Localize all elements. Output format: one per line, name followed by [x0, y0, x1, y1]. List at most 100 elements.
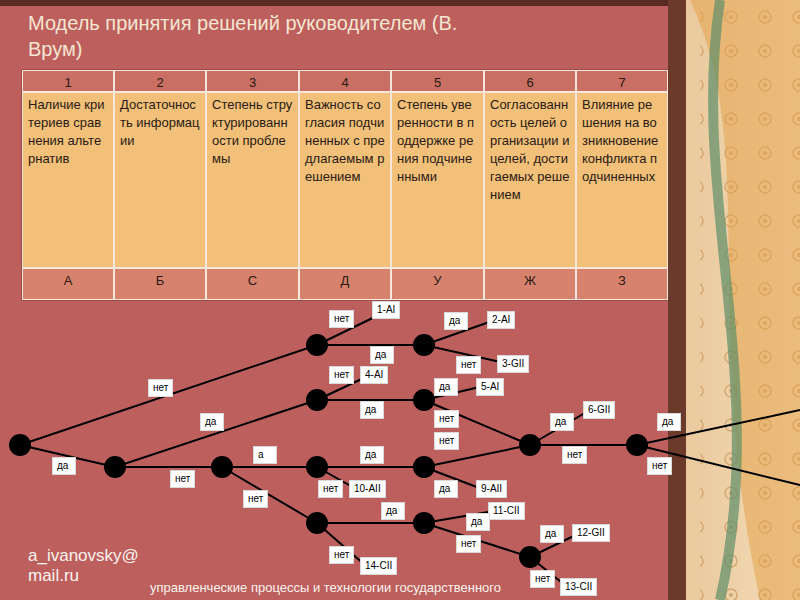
- box-text: да: [439, 381, 450, 392]
- box-text: нет: [461, 359, 476, 370]
- side-band: [668, 0, 686, 600]
- box-text: нет: [652, 460, 667, 471]
- box-text: да: [555, 416, 566, 427]
- criterion-cell: Согласованность целей организации и целе…: [484, 92, 576, 268]
- slide-title: Модель принятия решений руководителем (В…: [28, 10, 508, 62]
- box-text: да: [365, 449, 376, 460]
- criterion-letter: Б: [114, 268, 206, 300]
- answer-box: нет: [329, 546, 354, 564]
- box-text: нет: [248, 493, 263, 504]
- author-email: a_ivanovsky@ mail.ru: [28, 546, 178, 585]
- outcome-box: 6-GII: [583, 401, 615, 419]
- outcome-box: 11-CII: [488, 502, 525, 520]
- answer-box: да: [360, 401, 384, 419]
- side-swoosh: [713, 0, 737, 600]
- box-text: нет: [439, 413, 454, 424]
- box-text: нет: [567, 449, 582, 460]
- criterion-cell: Степень уверенности в поддержке рения по…: [391, 92, 484, 268]
- box-text: а: [258, 449, 264, 460]
- answer-box: нет: [148, 379, 173, 397]
- answer-box: да: [200, 413, 224, 431]
- answer-box: да: [444, 312, 468, 330]
- answer-box: нет: [456, 535, 481, 553]
- answer-box: нет: [434, 432, 459, 450]
- box-text: 11-CII: [493, 505, 520, 516]
- answer-box: нет: [170, 470, 195, 488]
- answer-box: да: [360, 446, 384, 464]
- box-text: нет: [153, 382, 168, 393]
- outcome-box: 14-CII: [360, 557, 397, 575]
- box-text: нет: [334, 313, 349, 324]
- answer-box: да: [466, 513, 490, 531]
- outcome-box: 5-AI: [476, 378, 504, 396]
- tree-lines: [20, 312, 800, 586]
- outcome-box: 9-AII: [476, 480, 507, 498]
- column-number: 2: [114, 70, 206, 92]
- criterion-letter: Ж: [484, 268, 576, 300]
- criterion-letter: З: [576, 268, 668, 300]
- outcome-box: 2-AI: [487, 311, 515, 329]
- box-text: нет: [323, 483, 338, 494]
- outcome-box: 4-AI: [360, 366, 388, 384]
- criterion-letter: С: [206, 268, 299, 300]
- outcome-box: 1-AI: [372, 301, 400, 319]
- answer-box: да: [52, 457, 76, 475]
- column-number: 1: [22, 70, 114, 92]
- column-number: 3: [206, 70, 299, 92]
- answer-box: да: [434, 378, 458, 396]
- criterion-cell: Важность согласия подчиненных с предлага…: [299, 92, 391, 268]
- criterion-letter: Д: [299, 268, 391, 300]
- criterion-cell: Влияние решения на возникновение конфлик…: [576, 92, 668, 268]
- box-text: да: [662, 416, 673, 427]
- outcome-box: 12-GII: [572, 524, 610, 542]
- column-number: 6: [484, 70, 576, 92]
- answer-box: нет: [329, 310, 354, 328]
- answer-box: нет: [243, 490, 268, 508]
- answer-box: да: [381, 502, 405, 520]
- box-text: 3-GII: [502, 358, 524, 369]
- criterion-letter: А: [22, 268, 114, 300]
- outcome-box: 10-AII: [349, 480, 386, 498]
- criterion-cell: Степень структурированности проблемы: [206, 92, 299, 268]
- box-text: 5-AI: [481, 381, 499, 392]
- answer-box: нет: [647, 457, 672, 475]
- column-number: 4: [299, 70, 391, 92]
- answer-box: нет: [530, 570, 555, 588]
- answer-box: да: [657, 413, 681, 431]
- box-text: да: [449, 315, 460, 326]
- box-text: нет: [334, 549, 349, 560]
- criterion-cell: Достаточность информации: [114, 92, 206, 268]
- answer-box: а: [253, 446, 277, 464]
- decision-dot: [9, 334, 648, 568]
- box-text: да: [545, 528, 556, 539]
- criterion-cell: Наличие критериев сравнения альтернатив: [22, 92, 114, 268]
- box-text: да: [386, 505, 397, 516]
- box-text: нет: [334, 369, 349, 380]
- answer-box: да: [550, 413, 574, 431]
- side-swoosh: [690, 0, 800, 600]
- answer-box: нет: [329, 366, 354, 384]
- box-text: 4-AI: [365, 369, 383, 380]
- table-frame: [22, 70, 668, 300]
- box-text: 13-CII: [565, 581, 592, 592]
- box-text: 6-GII: [588, 404, 610, 415]
- answer-box: нет: [434, 410, 459, 428]
- side-panel: [672, 0, 800, 600]
- answer-box: да: [370, 346, 394, 364]
- column-number: 7: [576, 70, 668, 92]
- box-text: нет: [439, 435, 454, 446]
- box-text: да: [365, 404, 376, 415]
- answer-box: нет: [562, 446, 587, 464]
- box-text: 2-AI: [492, 314, 510, 325]
- outcome-box: 3-GII: [497, 355, 529, 373]
- box-text: да: [375, 349, 386, 360]
- box-text: 1-AI: [377, 304, 395, 315]
- box-text: да: [471, 516, 482, 527]
- box-text: 9-AII: [481, 483, 502, 494]
- box-text: нет: [535, 573, 550, 584]
- answer-box: нет: [318, 480, 343, 498]
- answer-box: да: [540, 525, 564, 543]
- box-text: да: [57, 460, 68, 471]
- answer-box: да: [434, 480, 458, 498]
